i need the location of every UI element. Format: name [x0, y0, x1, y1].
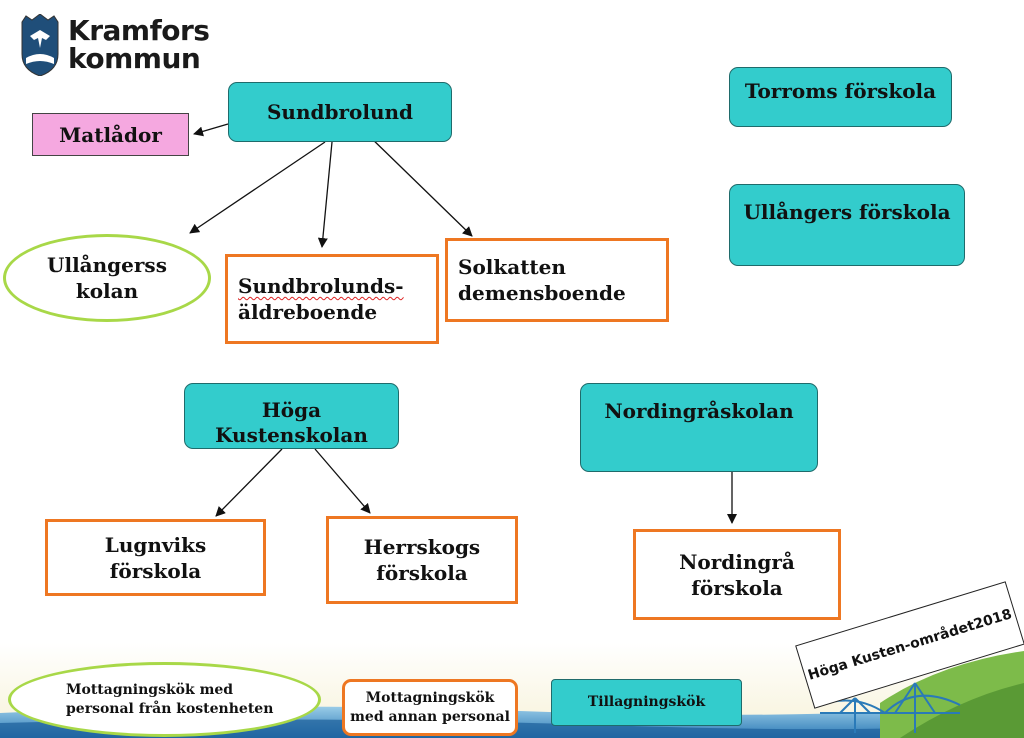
node-herrskogs-line-1: Herrskogs — [363, 535, 481, 559]
logo-line-2: kommun — [68, 42, 201, 75]
legend-ellipse-line-2: personal från kostenheten — [66, 700, 274, 717]
arrow-sundbrolund-ullangersskolan — [189, 141, 326, 234]
legend-orange-line-1: Mottagningskök — [365, 690, 495, 707]
node-herrskogs-forskola: Herrskogs förskola — [326, 516, 518, 604]
arrow-sundbrolund-aldreboende — [317, 141, 333, 248]
stamp-line-2: 2018 — [971, 606, 1014, 633]
node-hoga-kustenskolan: Höga Kustenskolan — [184, 383, 399, 449]
node-nordingra-forskola: Nordingrå förskola — [633, 529, 841, 620]
node-sundbrolund: Sundbrolund — [228, 82, 452, 142]
node-ullangers-forskola-label: Ullångers förskola — [743, 200, 951, 224]
node-nordingra-forskola-line-1: Nordingrå — [679, 549, 795, 574]
node-matladar: Matlådor — [32, 113, 189, 156]
logo-line-1: Kramfors — [68, 14, 210, 47]
arrow-hoga-lugnviks — [215, 448, 283, 517]
coat-of-arms-icon — [21, 14, 59, 76]
node-aldreboende-line-1: Sundbrolunds- — [238, 274, 404, 298]
node-ullangersskolan-line-2: kolan — [75, 279, 139, 303]
node-solkatten-line-1: Solkatten — [458, 255, 566, 279]
legend-teal: Tillagningskök — [551, 679, 742, 726]
node-ullangersskolan: Ullångerss kolan — [3, 234, 211, 322]
arrow-sundbrolund-solkatten — [365, 132, 473, 237]
node-hoga-line-2: Kustenskolan — [215, 423, 368, 447]
node-lugnviks-line-2: förskola — [109, 558, 202, 583]
arrow-sundbrolund-matladar — [193, 123, 229, 137]
node-ullangersskolan-line-1: Ullångerss — [47, 253, 167, 277]
legend-teal-label: Tillagningskök — [587, 694, 706, 711]
node-solkatten-demensboende: Solkatten demensboende — [445, 238, 669, 322]
node-aldreboende-line-2: äldreboende — [238, 300, 378, 324]
node-nordingraskolan-label: Nordingråskolan — [604, 399, 794, 423]
node-sundbrolund-label: Sundbrolund — [266, 100, 414, 124]
node-hoga-line-1: Höga — [261, 398, 322, 422]
node-lugnviks-forskola: Lugnviks förskola — [45, 519, 266, 596]
node-herrskogs-line-2: förskola — [376, 561, 468, 585]
node-nordingraskolan: Nordingråskolan — [580, 383, 818, 472]
node-nordingra-forskola-line-2: förskola — [691, 575, 783, 600]
node-torroms-label: Torroms förskola — [744, 79, 937, 103]
node-lugnviks-line-1: Lugnviks — [104, 532, 207, 557]
legend-ellipse-line-1: Mottagningskök med — [66, 682, 234, 699]
node-ullangers-forskola: Ullångers förskola — [729, 184, 965, 266]
node-solkatten-line-2: demensboende — [458, 281, 626, 305]
arrow-hoga-herrskogs — [314, 448, 371, 514]
node-torroms-forskola: Torroms förskola — [729, 67, 952, 127]
legend-ellipse: Mottagningskök med personal från kostenh… — [8, 662, 321, 737]
legend-orange: Mottagningskök med annan personal — [342, 679, 518, 736]
node-sundbrolunds-aldreboende: Sundbrolunds- äldreboende — [225, 254, 439, 344]
legend-orange-line-2: med annan personal — [350, 708, 510, 725]
node-matladar-label: Matlådor — [59, 122, 162, 147]
bridge-icon — [819, 682, 961, 733]
